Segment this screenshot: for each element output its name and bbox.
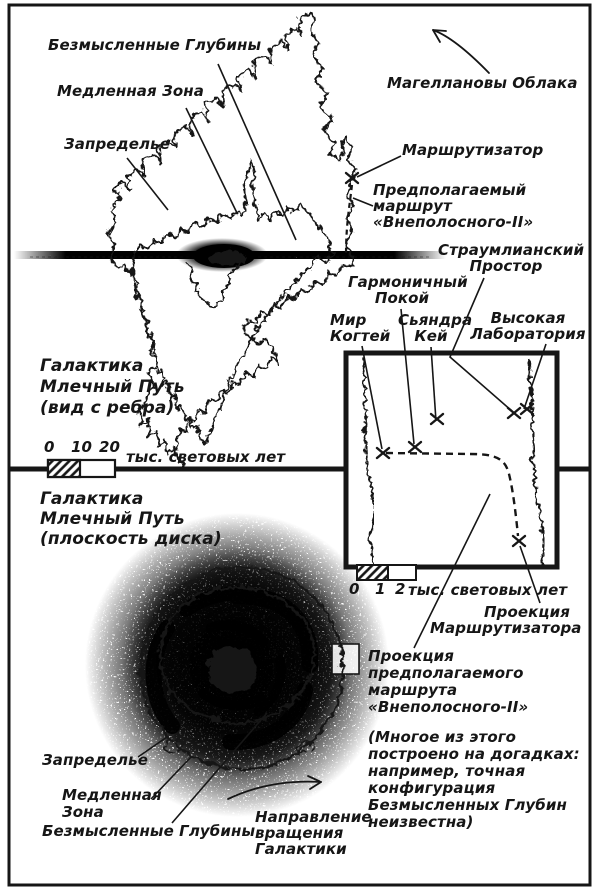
leader-lines-edge [126, 63, 402, 241]
zone-ring-inner [156, 583, 314, 723]
caption-disk-view: Галактика Млечный Путь (плоскость диска) [40, 489, 222, 549]
route-marker-rect [331, 643, 360, 675]
page-frame [7, 3, 592, 887]
rotation-arrow [227, 775, 322, 800]
scale2-tick-1: 1 [375, 580, 386, 598]
caption-edge-view: Галактика Млечный Путь (вид с ребра) [40, 356, 185, 418]
ring-island-left [161, 737, 185, 753]
inset-zone-line-left [358, 355, 373, 567]
edge-on-outer-outline [105, 9, 354, 467]
label-relay-projection: Проекция Маршрутизатора [430, 603, 582, 637]
depths-v-outline [184, 256, 245, 306]
leader-lines-disk [137, 712, 268, 824]
inset-frame [343, 350, 560, 570]
galactic-core [176, 238, 268, 272]
label-beyond-bottom: Запределье [42, 751, 148, 769]
zone-ring-outer [137, 563, 343, 769]
inset-map [343, 277, 560, 649]
label-rotation-direction: Направление вращения Галактики [255, 808, 372, 858]
scale2-units: тыс. световых лет [408, 581, 568, 599]
label-sjandra-kei: Сьяндра Кей [398, 311, 473, 345]
edge-on-galaxy-drawing [14, 9, 490, 467]
label-straumli-realm: Страумлианский Простор [438, 241, 585, 275]
scale1-tick-10: 10 [71, 438, 93, 456]
label-unthinking-depths-top: Безмысленные Глубины [48, 36, 262, 54]
scale1-units: тыс. световых лет [126, 448, 286, 466]
route-marker-window [332, 644, 359, 674]
magellanic-arrow [432, 29, 490, 74]
scale2-tick-0: 0 [349, 580, 360, 598]
label-high-lab: Высокая Лаборатория [470, 309, 586, 343]
scale-bar-inset [356, 564, 417, 581]
spiral-core [189, 625, 273, 709]
label-beyond-top: Запределье [64, 135, 170, 153]
label-slow-zone-bottom: Медленная Зона [62, 786, 162, 821]
label-magellanic-clouds: Магеллановы Облака [387, 74, 578, 92]
inset-route-dashed [385, 451, 520, 537]
label-slow-zone-top: Медленная Зона [57, 82, 204, 100]
label-guesswork-note: (Многое из этого построено на догадках: … [368, 728, 580, 831]
ring-island-right [295, 739, 313, 753]
label-route-projection: Проекция предполагаемого маршрута «Внепо… [368, 647, 529, 716]
route-dashed-line [344, 184, 354, 257]
inset-leader-lines [361, 277, 547, 649]
scale1-tick-0: 0 [44, 438, 55, 456]
scale-bar-edge [46, 458, 117, 479]
scale2-tick-2: 2 [395, 580, 406, 598]
slow-zone-lens-outline [129, 157, 333, 443]
spiral-galaxy-drawing [85, 513, 389, 824]
label-presumed-route: Предполагаемый маршрут «Внеполосного-II» [373, 181, 534, 231]
label-relay: Маршрутизатор [402, 141, 544, 159]
label-world-of-claws: Мир Когтей [330, 311, 391, 345]
label-harmonious-repose: Гармоничный Покой [348, 273, 468, 307]
label-unthinking-depths-bottom: Безмысленные Глубины [42, 822, 256, 840]
scale1-tick-20: 20 [99, 438, 121, 456]
